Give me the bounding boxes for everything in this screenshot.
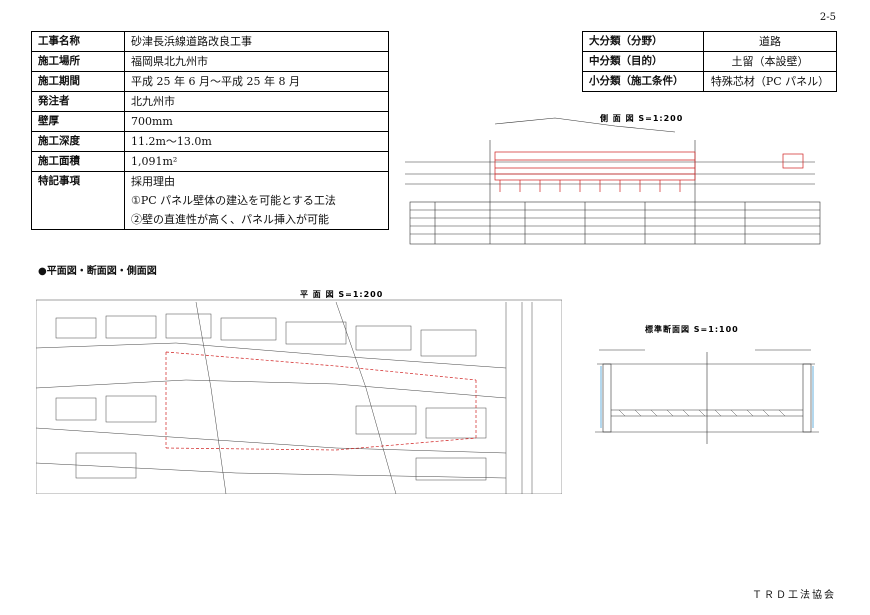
row-label: 工事名称	[31, 31, 125, 52]
row-label: 施工期間	[31, 71, 125, 92]
remarks-cell: 採用理由 ①PC パネル壁体の建込を可能とする工法 ②壁の直進性が高く、パネル挿…	[124, 171, 389, 230]
remarks-line: ②壁の直進性が高く、パネル挿入が可能	[131, 213, 329, 226]
row-value: 1,091m²	[124, 151, 389, 172]
row-label: 特記事項	[31, 171, 125, 230]
row-value: 土留（本設壁）	[703, 51, 837, 72]
remarks-line: 採用理由	[131, 175, 175, 188]
row-label: 中分類（目的）	[582, 51, 704, 72]
row-label: 施工深度	[31, 131, 125, 152]
row-label: 施工面積	[31, 151, 125, 172]
footer-organization: ＴＲＤ工法協会	[752, 590, 836, 601]
table-row: 施工場所福岡県北九州市	[31, 51, 389, 72]
row-label: 施工場所	[31, 51, 125, 72]
row-value: 11.2m～13.0m	[124, 131, 389, 152]
remarks-line: ①PC パネル壁体の建込を可能とする工法	[131, 194, 336, 207]
cross-section-title: 標準断面図 S=1:100	[645, 324, 739, 334]
project-info-table: 工事名称砂津長浜線道路改良工事 施工場所福岡県北九州市 施工期間平成 25 年 …	[31, 31, 389, 230]
cross-section-drawing: 標準断面図 S=1:100	[595, 324, 819, 444]
side-view-title: 側 面 図 S=1:200	[599, 113, 683, 123]
classification-table: 大分類（分野）道路 中分類（目的）土留（本設壁） 小分類（施工条件）特殊芯材（P…	[582, 31, 837, 92]
row-value: 道路	[703, 31, 837, 52]
page-number: 2-5	[819, 12, 836, 23]
plan-view-title: 平 面 図 S=1:200	[300, 290, 383, 299]
table-row: 特記事項 採用理由 ①PC パネル壁体の建込を可能とする工法 ②壁の直進性が高く…	[31, 171, 389, 230]
row-value: 福岡県北九州市	[124, 51, 389, 72]
table-row: 工事名称砂津長浜線道路改良工事	[31, 31, 389, 52]
row-value: 700mm	[124, 111, 389, 132]
table-row: 施工期間平成 25 年 6 月～平成 25 年 8 月	[31, 71, 389, 92]
row-value: 平成 25 年 6 月～平成 25 年 8 月	[124, 71, 389, 92]
drawings-section-label: ●平面図・断面図・側面図	[38, 266, 157, 277]
side-view-drawing: 側 面 図 S=1:200	[405, 113, 821, 245]
row-label: 発注者	[31, 91, 125, 112]
row-value: 特殊芯材（PC パネル）	[703, 71, 837, 92]
table-row: 発注者北九州市	[31, 91, 389, 112]
row-value: 北九州市	[124, 91, 389, 112]
row-label: 大分類（分野）	[582, 31, 704, 52]
table-row: 大分類（分野）道路	[582, 31, 837, 52]
row-value: 砂津長浜線道路改良工事	[124, 31, 389, 52]
row-label: 壁厚	[31, 111, 125, 132]
row-label: 小分類（施工条件）	[582, 71, 704, 92]
plan-view-drawing: 平 面 図 S=1:200	[36, 290, 562, 494]
table-row: 小分類（施工条件）特殊芯材（PC パネル）	[582, 71, 837, 92]
table-row: 中分類（目的）土留（本設壁）	[582, 51, 837, 72]
